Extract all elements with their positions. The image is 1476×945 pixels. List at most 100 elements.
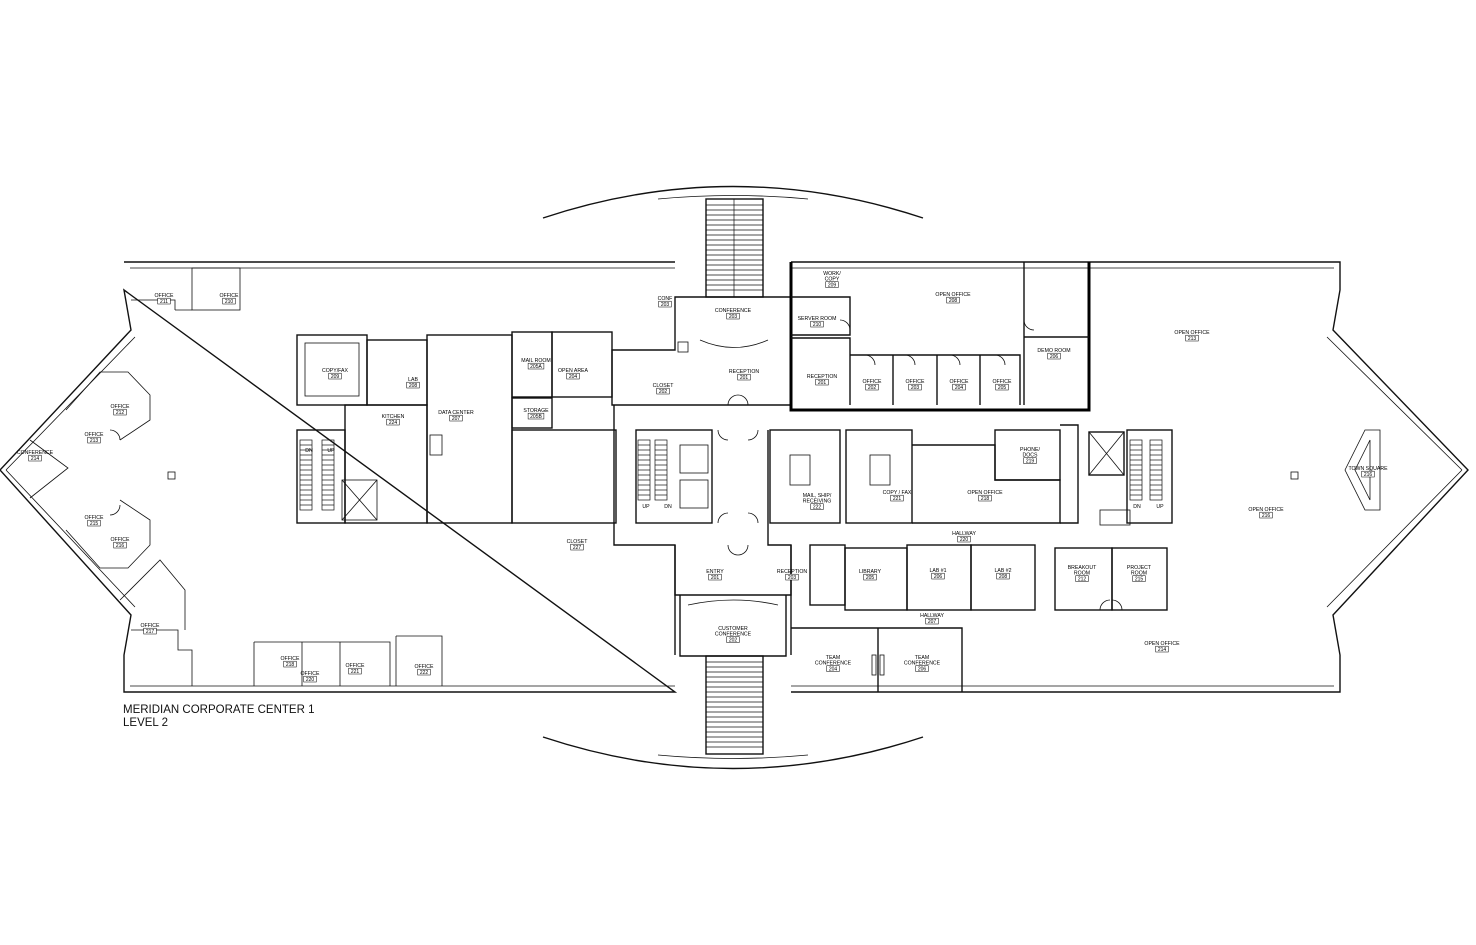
room-number: 212 [1078, 577, 1087, 583]
room-number-box [87, 436, 101, 444]
room-name: OPEN OFFICE [1248, 507, 1284, 513]
room-name: LAB #1 [929, 568, 946, 574]
room-name: CONFERENCE [17, 450, 54, 456]
room-name: PHONE/ [1020, 447, 1040, 453]
room-number: 214 [31, 456, 40, 462]
room-number: 210 [813, 322, 822, 328]
room-number: 203 [911, 385, 920, 391]
room-number-box [527, 412, 545, 420]
room-number-box [1132, 575, 1146, 582]
room-number-box [222, 297, 236, 305]
room-name: OPEN OFFICE [967, 490, 1003, 496]
room-number-box [303, 675, 317, 683]
room-number: 217 [146, 629, 155, 635]
stair-label-down: DN [664, 504, 672, 510]
room-number-box [1047, 352, 1061, 360]
room-number: 202 [659, 389, 668, 395]
room-number-box [737, 373, 751, 381]
room-name: RECEPTION [729, 369, 760, 375]
room-name: CONFERENCE [904, 661, 941, 667]
room-number: 201 [711, 575, 720, 581]
room-name: OFFICE [862, 379, 882, 385]
room-name: RECEPTION [777, 569, 808, 575]
room-number-box [863, 573, 877, 581]
room-number-box [658, 300, 672, 308]
room-number: 207 [928, 619, 937, 625]
room-number: 201 [740, 375, 749, 381]
room-number: 208 [949, 298, 958, 304]
room-name: COPY/FAX [322, 368, 348, 374]
room-number: 220 [306, 677, 315, 683]
plan-caption: MERIDIAN CORPORATE CENTER 1 LEVEL 2 [123, 704, 314, 729]
room-name: CUSTOMER [718, 626, 748, 632]
stair-left [299, 439, 335, 511]
canopy-top [542, 185, 924, 219]
room-name: STORAGE [523, 408, 549, 414]
exterior-stair-top [705, 198, 764, 298]
room-name: LAB [408, 377, 418, 383]
room-name: OPEN OFFICE [1144, 641, 1180, 647]
room-number: 213 [1188, 336, 1197, 342]
room-name: CLOSET [653, 383, 675, 389]
room-name: DEMO ROOM [1037, 348, 1070, 354]
room-number-box [113, 541, 127, 549]
room-number: 216 [116, 543, 125, 549]
room-name: COPY [825, 277, 840, 283]
room-name: PROJECT [1127, 565, 1152, 571]
core-left [296, 331, 617, 524]
room-name: OFFICE [949, 379, 969, 385]
room-name: OFFICE [84, 432, 104, 438]
stair-label-down: DN [305, 448, 313, 454]
room-name: ROOM [1131, 571, 1147, 577]
building-name: MERIDIAN CORPORATE CENTER 1 [123, 704, 315, 716]
room-number: 216 [1364, 472, 1373, 478]
room-number-box [570, 543, 584, 551]
room-name: LIBRARY [859, 569, 882, 575]
room-number-box [726, 636, 740, 643]
room-number-box [708, 573, 722, 581]
right-wing [1344, 429, 1381, 511]
room-number: 203 [661, 302, 670, 308]
room-number: 203 [729, 314, 738, 320]
room-name: KITCHEN [382, 414, 405, 420]
stair-core [637, 439, 668, 501]
room-name: RECEIVING [803, 499, 832, 505]
room-number-box [995, 383, 1009, 391]
room-number: 206 [934, 574, 943, 580]
building-outline [0, 261, 1469, 693]
room-name: ROOM [1074, 571, 1090, 577]
room-number-box [1075, 575, 1089, 582]
room-number-box [656, 387, 670, 395]
room-number: 219 [1026, 459, 1035, 465]
room-name: OPEN OFFICE [935, 292, 971, 298]
room-number: 207 [452, 416, 461, 422]
room-name: WORK/ [823, 271, 841, 277]
canopy-bottom [542, 736, 924, 770]
